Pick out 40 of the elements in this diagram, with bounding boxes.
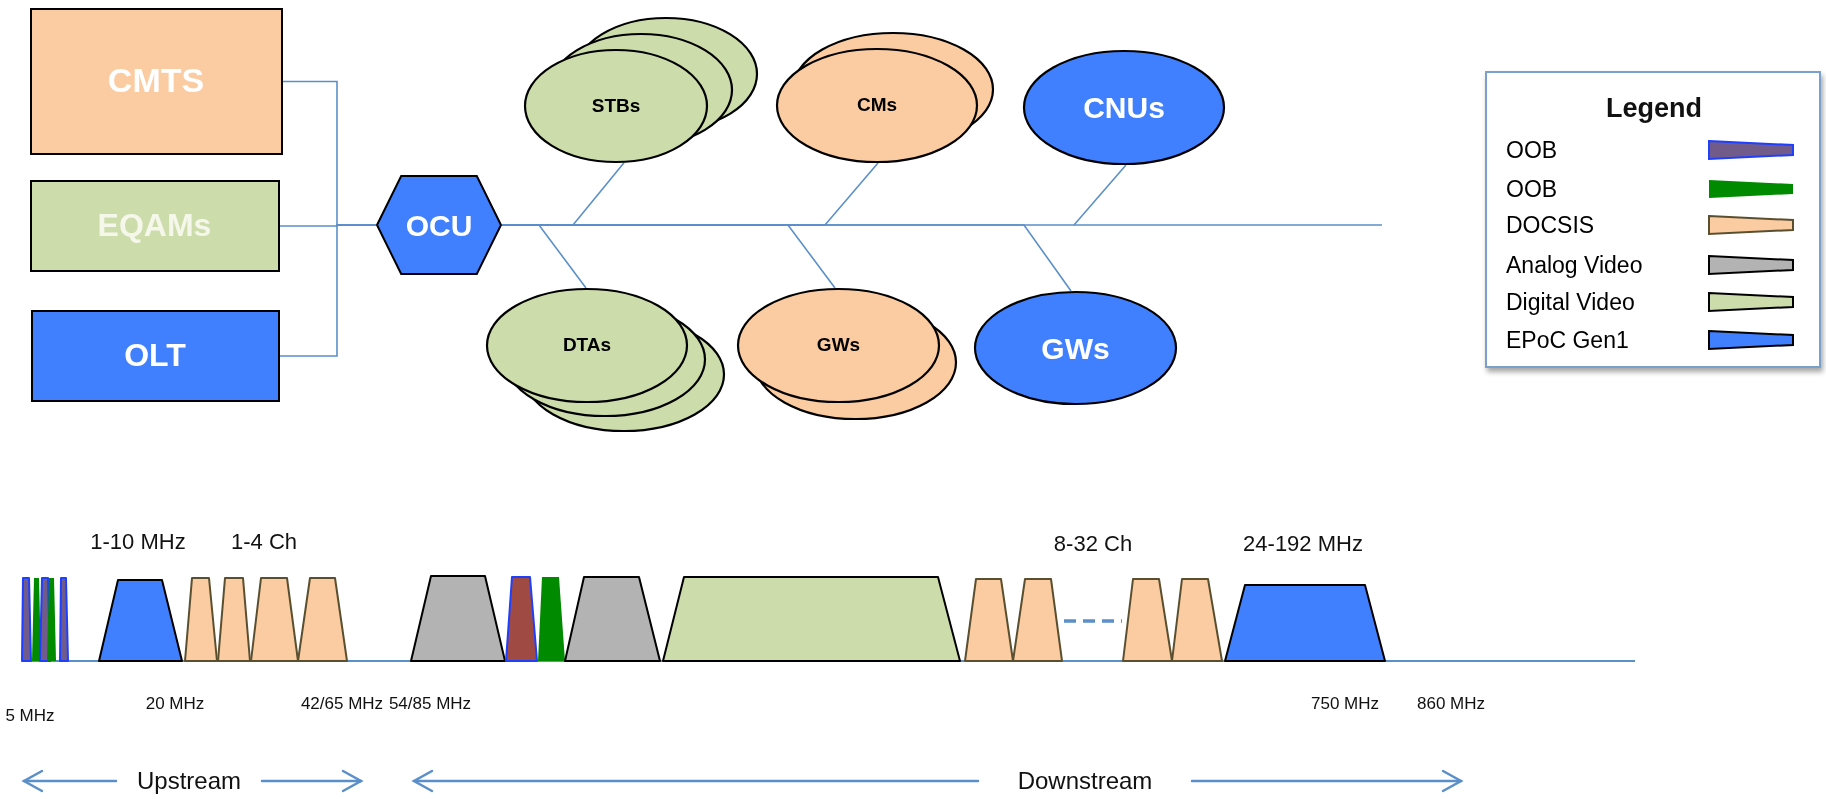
headend-box	[30, 8, 283, 155]
device-ellipse-stack	[775, 31, 995, 164]
legend-title: Legend	[1606, 91, 1702, 125]
node-label: DTAs	[562, 335, 612, 356]
channel-count-label: 8-32 Ch	[1053, 529, 1133, 558]
node-label: STBs	[591, 95, 641, 117]
frequency-label: 860 MHz	[1417, 692, 1485, 715]
direction-label: Upstream	[137, 766, 241, 796]
node-label: GWs	[1041, 331, 1110, 365]
node-label: CNUs	[1083, 91, 1165, 124]
hexagon-node	[376, 175, 502, 275]
legend-label: Analog Video	[1506, 251, 1643, 279]
frequency-label: 5 MHz	[5, 705, 55, 728]
headend-box	[31, 310, 280, 402]
device-ellipse	[1022, 49, 1226, 166]
frequency-label: 750 MHz	[1311, 692, 1379, 715]
node-label: OCU	[405, 208, 473, 242]
node-label: GWs	[816, 335, 861, 356]
node-label: CMTS	[107, 62, 205, 100]
device-ellipse-stack	[485, 287, 726, 433]
node-label: OLT	[124, 337, 186, 374]
device-ellipse-stack	[523, 16, 759, 164]
channel-count-label: 1-4 Ch	[230, 527, 297, 556]
legend-label: DOCSIS	[1506, 211, 1595, 239]
frequency-label: 54/85 MHz	[388, 692, 472, 715]
connector-line	[279, 224, 377, 357]
legend-label: EPoC Gen1	[1506, 326, 1629, 354]
node-label: EQAMs	[97, 207, 212, 244]
bandwidth-label: 24-192 MHz	[1243, 529, 1363, 558]
node-label: CMs	[856, 95, 898, 116]
bandwidth-label: 1-10 MHz	[90, 527, 186, 556]
legend-label: OOB	[1506, 175, 1558, 203]
frequency-label: 42/65 MHz	[300, 692, 384, 715]
frequency-label: 20 MHz	[145, 692, 205, 715]
legend-label: Digital Video	[1506, 288, 1635, 316]
headend-box	[30, 180, 280, 272]
legend-label: OOB	[1506, 136, 1558, 164]
direction-label: Downstream	[1017, 766, 1153, 796]
device-ellipse	[973, 290, 1178, 406]
device-ellipse-stack	[736, 287, 958, 421]
